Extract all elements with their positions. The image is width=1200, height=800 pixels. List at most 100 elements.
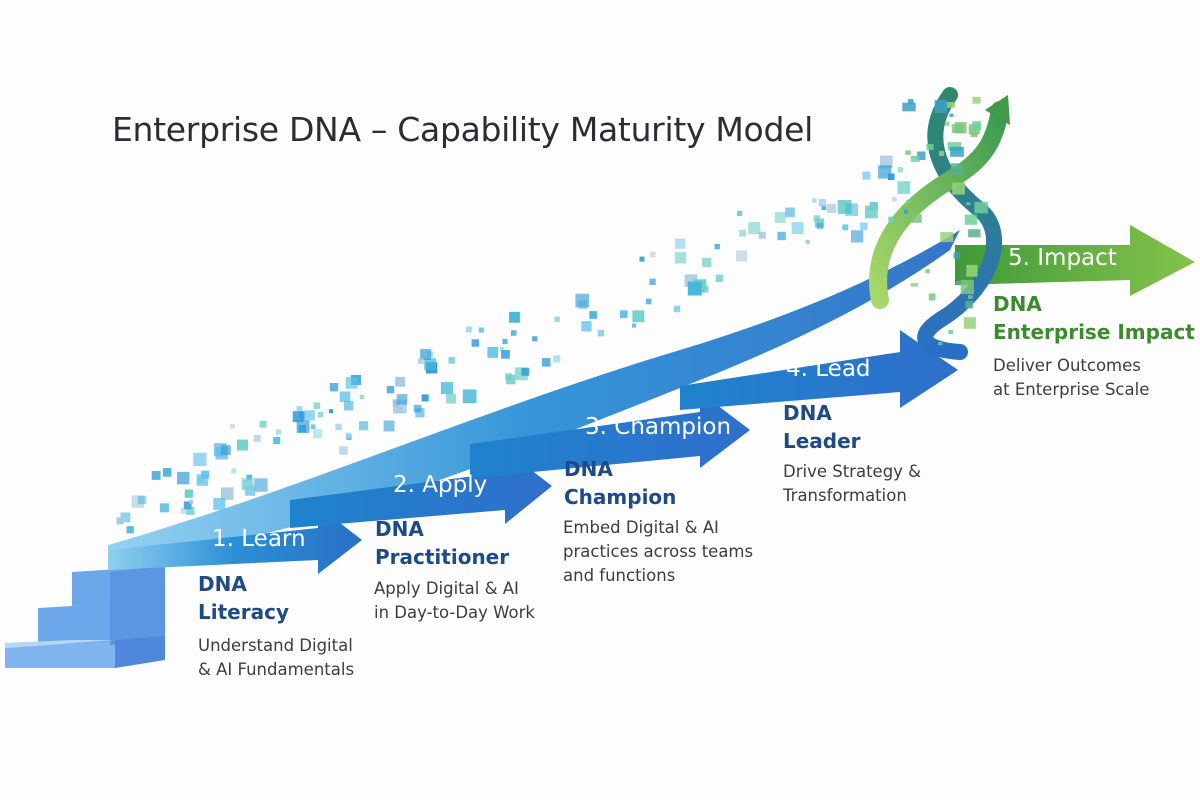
stage-2-label: 2. Apply [393, 472, 488, 498]
pixel-particle [812, 198, 817, 203]
pixel-particle [554, 316, 560, 322]
pixel-particle [785, 207, 795, 218]
pixel-particle [180, 507, 187, 514]
pixel-particle [821, 205, 827, 210]
pixel-particle [189, 499, 194, 504]
helix-particle [910, 155, 920, 162]
pixel-particle [241, 477, 254, 490]
stage-arrow-2 [290, 450, 552, 528]
pixel-particle [758, 231, 766, 239]
pixel-particle [420, 349, 432, 360]
pixel-particle [791, 222, 804, 234]
helix-particle [907, 99, 914, 105]
pixel-particle [221, 487, 234, 500]
helix-particle [966, 264, 978, 277]
pixel-particle [864, 205, 878, 219]
stage-4-desc-line2: Transformation [783, 486, 907, 505]
pixel-particle [736, 250, 748, 262]
pixel-particle [126, 526, 134, 534]
pixel-particle [448, 357, 455, 364]
pixel-particle [816, 222, 824, 230]
stage-3-desc-line3: and functions [563, 566, 676, 585]
pixel-particle [827, 203, 837, 213]
pixel-particle [897, 181, 911, 194]
pixel-particle [511, 330, 517, 336]
helix-particle [972, 121, 981, 131]
helix-particle [948, 329, 954, 335]
pixel-particle [395, 376, 405, 387]
pixel-particle [162, 468, 172, 477]
pixel-particle [888, 173, 895, 180]
pixel-particle [851, 230, 864, 243]
stage-4-desc-line1: Drive Strategy & [783, 462, 922, 481]
pixel-particle [440, 382, 454, 395]
helix-particle [938, 342, 943, 346]
pixel-particle [553, 355, 561, 363]
pixel-particle [862, 171, 871, 180]
pixel-particle [193, 452, 207, 466]
helix-particle [911, 214, 922, 223]
helix-particle [952, 182, 965, 195]
stage-3-label: 3. Champion [585, 414, 732, 440]
helix-particle [974, 201, 988, 214]
pixel-particle [196, 474, 209, 486]
pixel-particle [777, 231, 786, 241]
pixel-particle [575, 293, 590, 308]
stage-1-desc: Understand Digital & AI Fundamentals [198, 634, 354, 682]
helix-particle [965, 202, 971, 206]
pixel-particle [359, 394, 365, 400]
helix-particle [972, 96, 981, 104]
pixel-particle [421, 394, 429, 402]
helix-particle [965, 300, 974, 309]
pixel-particle [597, 330, 605, 337]
pixel-particle [184, 489, 193, 498]
pixel-particle [186, 506, 195, 515]
pixel-particle [339, 391, 351, 402]
pixel-particle [313, 402, 321, 409]
stage-4-name-line1: DNA [783, 401, 832, 425]
pixel-particle [687, 281, 702, 296]
pixel-particle [620, 310, 628, 318]
pixel-particle [253, 434, 261, 442]
stage-4-name-line2: Leader [783, 429, 861, 453]
pixel-particle [649, 251, 656, 258]
helix-particle [934, 99, 948, 113]
helix-particle [906, 199, 911, 204]
pixel-particle [345, 377, 358, 389]
stage-2-name: DNA Practitioner [375, 515, 509, 571]
pixel-particle [505, 374, 516, 385]
helix-particle [925, 269, 930, 274]
pixel-particle [413, 404, 422, 413]
pixel-particle [237, 439, 248, 451]
pixel-particle [177, 471, 190, 485]
pixel-particle [639, 256, 645, 262]
helix-particle [940, 232, 954, 243]
helix-particle [944, 121, 950, 126]
pixel-particle [417, 358, 424, 364]
pixel-particle [220, 445, 231, 455]
pixel-particle [415, 408, 425, 418]
pixel-particle [715, 274, 724, 282]
pixel-particle [396, 394, 408, 405]
helix-particle [955, 280, 962, 285]
pixel-particle [345, 432, 351, 439]
stage-5-desc: Deliver Outcomes at Enterprise Scale [993, 354, 1149, 402]
pixel-particle [501, 350, 510, 359]
pixel-particle [748, 222, 761, 234]
pixel-particle [532, 336, 538, 342]
stage-4-desc: Drive Strategy & Transformation [783, 460, 921, 508]
stage-3-name-line2: Champion [564, 485, 677, 509]
pixel-particle [213, 497, 226, 510]
pixel-particle [478, 327, 484, 333]
helix-particle [947, 142, 962, 151]
pixel-particle [632, 310, 645, 323]
pixel-particle [120, 512, 131, 523]
pixel-particle [329, 409, 333, 414]
stage-3-name-line1: DNA [564, 457, 613, 481]
stage-1-desc-line2: & AI Fundamentals [198, 660, 355, 679]
helix-particle [945, 102, 956, 108]
pixel-particle [383, 420, 395, 432]
stage-4-label: 4. Lead [786, 356, 871, 382]
pixel-particle [897, 167, 903, 173]
pixel-particle [714, 243, 720, 250]
